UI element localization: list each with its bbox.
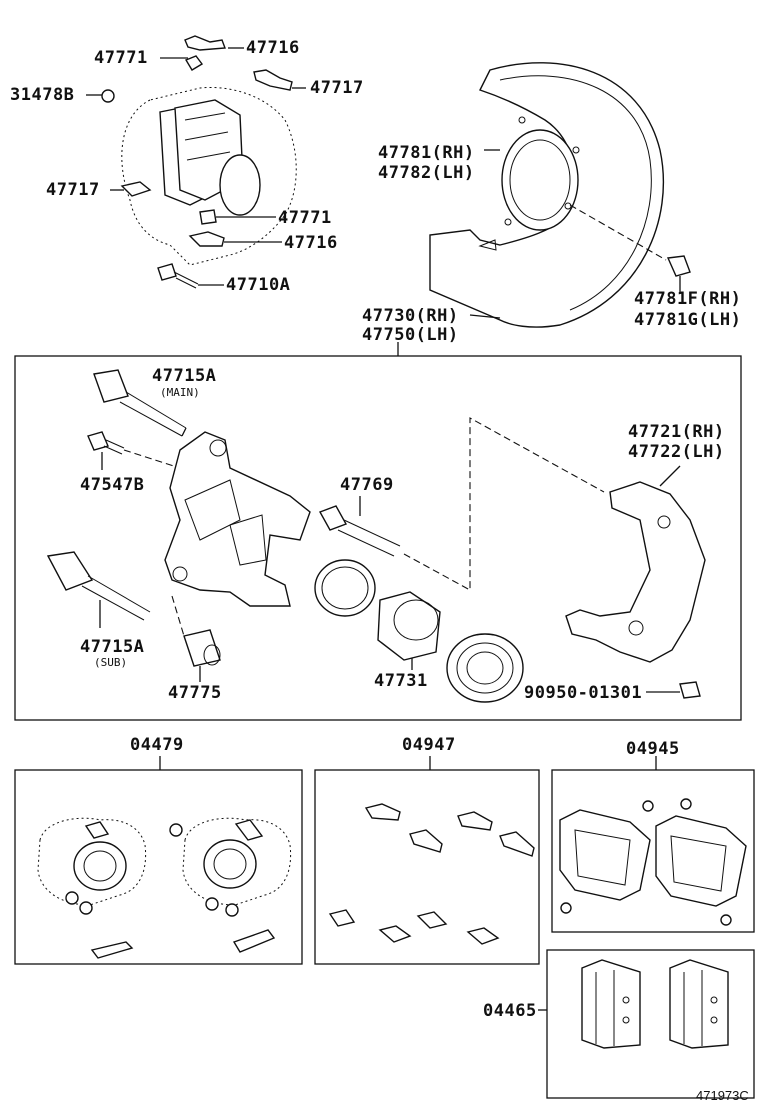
bolt-shape xyxy=(157,263,177,281)
guide-pin-shape xyxy=(318,505,348,531)
label-47721-rh: 47721(RH) xyxy=(628,422,725,442)
label-47750-lh: 47750(LH) xyxy=(362,325,459,345)
piston-shape xyxy=(377,591,441,661)
kit-04479-frame xyxy=(14,769,303,965)
label-47781g-lh: 47781G(LH) xyxy=(634,310,741,330)
label-47716-bottom: 47716 xyxy=(284,233,338,253)
label-47769: 47769 xyxy=(340,475,394,495)
label-47782-lh: 47782(LH) xyxy=(378,163,475,183)
label-47717-bottom: 47717 xyxy=(46,180,100,200)
label-47722-lh: 47722(LH) xyxy=(628,442,725,462)
clip-shape xyxy=(188,231,225,247)
label-47547b: 47547B xyxy=(80,475,144,495)
label-47716-top: 47716 xyxy=(246,38,300,58)
kit-04465-frame xyxy=(546,949,755,1099)
label-47715a-main: 47715A xyxy=(152,366,216,386)
label-31478b: 31478B xyxy=(10,85,74,105)
label-kit-04945: 04945 xyxy=(626,739,680,759)
caliper-assembly-frame xyxy=(14,355,742,721)
label-47771-bottom: 47771 xyxy=(278,208,332,228)
slide-pin-shape xyxy=(93,369,129,403)
kit-04947-parts xyxy=(328,803,535,945)
label-47781-rh: 47781(RH) xyxy=(378,143,475,163)
part-number-labels: 47771 47716 31478B 47717 47717 47771 477… xyxy=(10,38,749,1103)
label-47715a-sub: 47715A xyxy=(80,637,144,657)
bolt-shape xyxy=(679,681,701,699)
label-47771-top: 47771 xyxy=(94,48,148,68)
label-47717-top: 47717 xyxy=(310,78,364,98)
bolt-shape xyxy=(101,89,115,103)
clip-shape xyxy=(199,209,217,225)
clip-shape xyxy=(184,55,204,71)
kit-04465-parts xyxy=(581,959,729,1049)
label-47710a: 47710A xyxy=(226,275,290,295)
kit-04479-parts xyxy=(37,817,292,959)
kit-04945-frame xyxy=(551,769,755,933)
caliper-body-shape xyxy=(164,431,311,607)
cylinder-boot-shape xyxy=(446,633,524,703)
label-sub-note: (SUB) xyxy=(94,656,127,669)
slide-pin-shape xyxy=(46,551,94,591)
clip-shape xyxy=(253,69,293,91)
bleeder-plug-shape xyxy=(87,431,109,451)
clip-shape xyxy=(120,181,152,197)
bolt-shape xyxy=(666,255,691,277)
pad-assembly-group xyxy=(86,35,306,289)
dust-shield-shape xyxy=(429,62,664,328)
caliper-parts-group xyxy=(46,369,706,703)
label-main-note: (MAIN) xyxy=(160,386,200,399)
label-kit-04465: 04465 xyxy=(483,1001,537,1021)
label-47731: 47731 xyxy=(374,671,428,691)
label-90950-01301: 90950-01301 xyxy=(524,683,642,703)
piston-seal-shape xyxy=(314,559,376,617)
label-kit-04947: 04947 xyxy=(402,735,456,755)
label-47730-rh: 47730(RH) xyxy=(362,306,459,326)
kit-04945-parts xyxy=(559,798,747,926)
boot-shape xyxy=(183,629,221,667)
torque-plate-shape xyxy=(565,481,706,663)
diagram-code: 471973C xyxy=(696,1088,749,1103)
label-47781f-rh: 47781F(RH) xyxy=(634,289,741,309)
label-kit-04479: 04479 xyxy=(130,735,184,755)
kit-04947-frame xyxy=(314,769,540,965)
dust-shield-group xyxy=(429,62,691,328)
label-47775: 47775 xyxy=(168,683,222,703)
clip-shape xyxy=(184,35,226,51)
